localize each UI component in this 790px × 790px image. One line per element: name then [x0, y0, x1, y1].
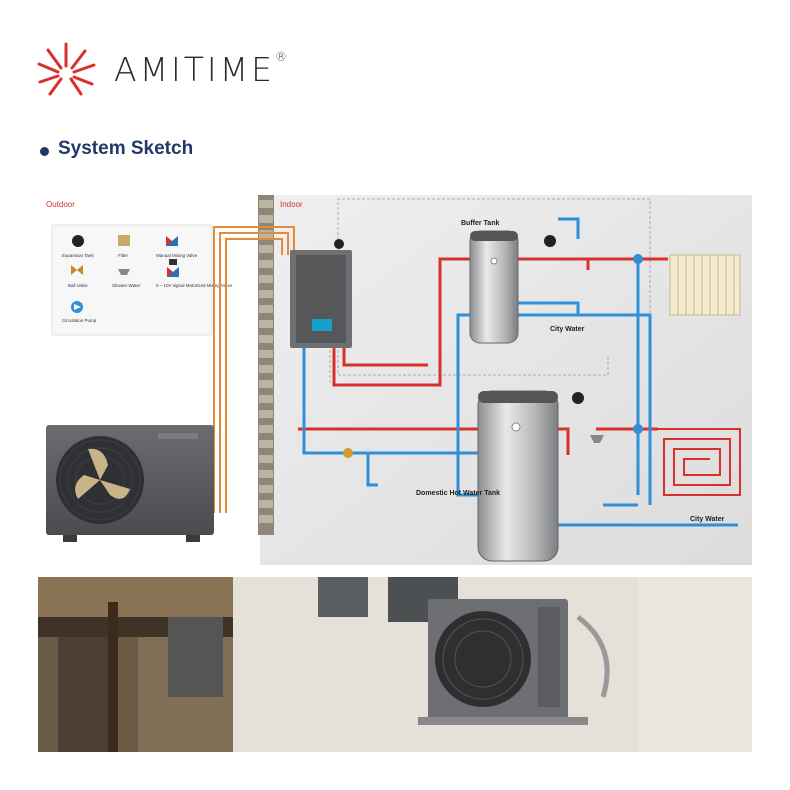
legend-label: 0 – 10V signal Motorized Mixing Valve: [156, 283, 232, 288]
cold-water-pipes: [302, 217, 738, 527]
expansion-tank-icon: [572, 392, 584, 404]
motorized-valve-icon: [169, 259, 177, 265]
fan-blade: [100, 480, 130, 499]
filter-icon: [118, 235, 130, 246]
bullet-icon: [40, 147, 49, 156]
fan-blade: [88, 448, 108, 480]
legend-item-ball-valve: Ball Valve: [68, 265, 88, 288]
zone-label-outdoor: Outdoor: [46, 200, 75, 209]
expansion-tank-icon: [544, 235, 556, 247]
legend-box: [51, 224, 213, 336]
legend-label: Shower Water: [112, 283, 141, 288]
section-title: System Sketch: [58, 138, 194, 159]
zone-label-indoor: Indoor: [280, 200, 303, 209]
photo-outdoor-unit-wall-mounted: [233, 577, 752, 752]
buffer-tank-label: Buffer Tank: [461, 220, 499, 227]
legend-label: Filter: [118, 253, 129, 258]
expansion-tank: [334, 239, 344, 249]
shower-icon: [590, 435, 604, 443]
legend-item-motorized-valve: 0 – 10V signal Motorized Mixing Valve: [156, 259, 232, 288]
legend-item-filter: Filter: [118, 235, 130, 258]
legend-label: Expansion Tank: [62, 253, 94, 258]
city-water-label-1: City Water: [550, 326, 585, 333]
legend-label: Manual Mixing Valve: [156, 253, 198, 258]
dhw-tank-label: Domestic Hot Water Tank: [416, 490, 500, 497]
legend-item-manual-mixing-valve: Manual Mixing Valve: [156, 236, 198, 258]
brand-name: AMITIME®: [114, 50, 287, 89]
brand-starburst-icon: [37, 42, 96, 96]
indoor-hydro-module: [290, 239, 352, 348]
dhw-tank-label-text: Domestic Hot Water Tank: [416, 490, 500, 497]
legend-label: Ball Valve: [68, 283, 88, 288]
photo-outdoor-unit-porch: [38, 577, 233, 752]
legend-item-circulation-pump: Circulation Pump: [62, 301, 97, 323]
buffer-tank: [469, 230, 519, 344]
circulation-pump-icon: [633, 424, 643, 434]
fan-blade: [75, 475, 100, 499]
floor-heating-loop: [658, 428, 741, 496]
shower-icon: [118, 269, 130, 275]
brand-logo: AMITIME®: [36, 38, 456, 98]
ball-valve-icon: [71, 265, 83, 275]
domestic-hot-water-tank: [477, 390, 559, 562]
expansion-tank-icon: [72, 235, 84, 247]
legend-item-expansion-tank: Expansion Tank: [62, 235, 94, 258]
ball-valve-icon: [343, 448, 353, 458]
system-sketch-diagram: Outdoor Indoor Expansion Tank Filter Man…: [38, 195, 752, 565]
legend-item-shower: Shower Water: [112, 269, 141, 288]
radiator: [669, 254, 741, 316]
installation-photos: [38, 577, 752, 752]
outdoor-heat-pump-unit: [46, 425, 214, 542]
legend-label: Circulation Pump: [62, 318, 97, 323]
circulation-pump-icon: [633, 254, 643, 264]
control-display: [312, 319, 332, 331]
city-water-label-2: City Water: [690, 516, 725, 523]
